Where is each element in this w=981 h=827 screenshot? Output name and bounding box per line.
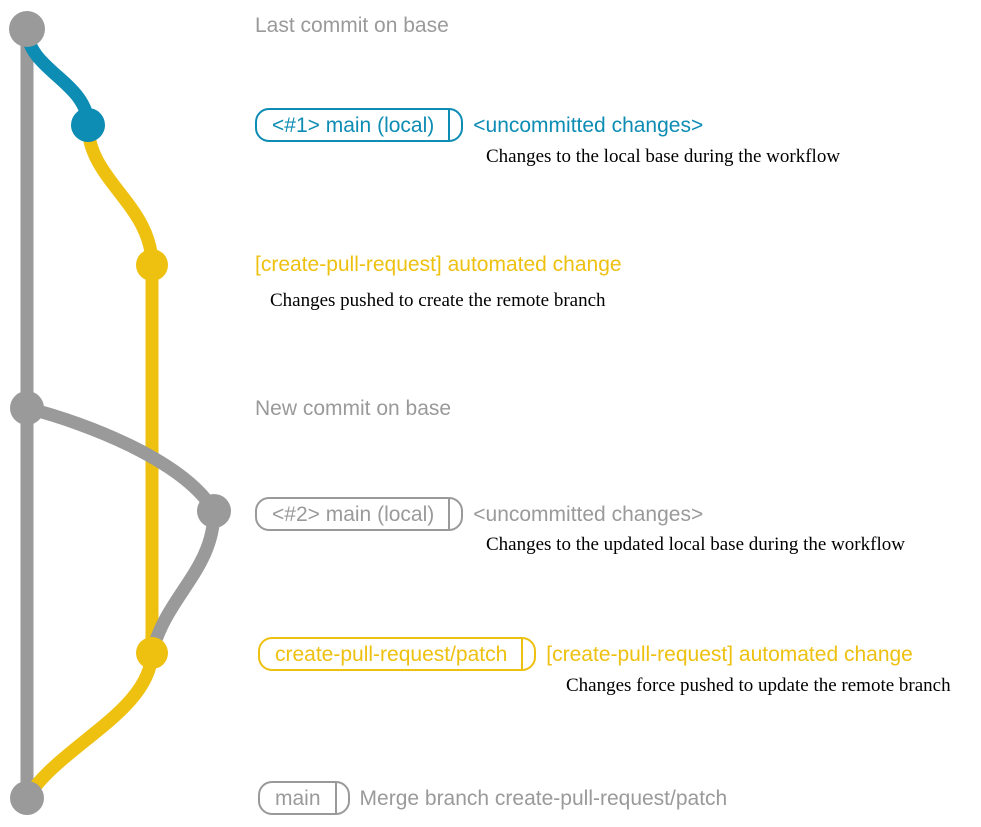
- edge-n4-n5-gray: [20, 401, 221, 518]
- edge-n5-n6-gray: [145, 504, 221, 660]
- commit-row-new-commit-on-base: New commit on base: [255, 398, 451, 419]
- ref-badge-cap: [523, 639, 534, 669]
- commit-description: Changes force pushed to update the remot…: [566, 675, 951, 696]
- commit-description: Changes pushed to create the remote bran…: [270, 290, 606, 311]
- commit-node-automated-change-2[interactable]: [136, 637, 168, 669]
- commit-description: Changes to the local base during the wor…: [486, 146, 841, 167]
- ref-badge-cap: [450, 499, 461, 529]
- commit-subject: [create-pull-request] automated change: [546, 642, 913, 666]
- commit-subject: <uncommitted changes>: [473, 502, 704, 526]
- ref-badge-divider: [448, 110, 451, 140]
- commit-row-local-2: <#2> main (local) <uncommitted changes>: [255, 497, 703, 531]
- ref-badge-label: create-pull-request/patch: [275, 642, 508, 666]
- commit-row-local-1: <#1> main (local) <uncommitted changes>: [255, 108, 703, 142]
- commit-subject: Last commit on base: [255, 14, 449, 37]
- commit-subject: [create-pull-request] automated change: [255, 253, 622, 276]
- commit-row-automated-change-2: create-pull-request/patch [create-pull-r…: [258, 637, 913, 671]
- ref-badge-divider: [521, 639, 524, 669]
- ref-badge-label: <#1> main (local): [272, 113, 435, 137]
- commit-subject: New commit on base: [255, 397, 452, 420]
- commit-row-automated-change-1: [create-pull-request] automated change: [255, 254, 622, 275]
- ref-badge-main[interactable]: main: [258, 781, 350, 815]
- ref-badge-main-local-2[interactable]: <#2> main (local): [255, 497, 464, 531]
- ref-badge-cap: [337, 783, 348, 813]
- ref-badge-divider: [448, 499, 451, 529]
- commit-node-new-commit-on-base[interactable]: [10, 391, 44, 425]
- ref-badge-divider: [334, 783, 337, 813]
- ref-badge-label: main: [275, 786, 321, 810]
- commit-subject: <uncommitted changes>: [473, 113, 704, 137]
- edge-n6-n7-yellow: [20, 646, 159, 805]
- commit-description: Changes to the updated local base during…: [486, 534, 905, 555]
- ref-badge-cap: [450, 110, 461, 140]
- commit-row-last-commit-on-base: Last commit on base: [255, 15, 449, 36]
- commit-node-local-1[interactable]: [71, 108, 105, 142]
- edge-n2-n3-yellow: [81, 118, 159, 272]
- commit-subject: Merge branch create-pull-request/patch: [359, 786, 728, 810]
- commit-node-merge[interactable]: [10, 781, 44, 815]
- commit-node-last-commit-on-base[interactable]: [9, 11, 45, 47]
- ref-badge-main-local-1[interactable]: <#1> main (local): [255, 108, 464, 142]
- commit-node-local-2[interactable]: [197, 494, 231, 528]
- commit-node-automated-change-1[interactable]: [136, 249, 168, 281]
- commit-row-merge: main Merge branch create-pull-request/pa…: [258, 781, 727, 815]
- ref-badge-label: <#2> main (local): [272, 502, 435, 526]
- ref-badge-create-pull-request-patch[interactable]: create-pull-request/patch: [258, 637, 537, 671]
